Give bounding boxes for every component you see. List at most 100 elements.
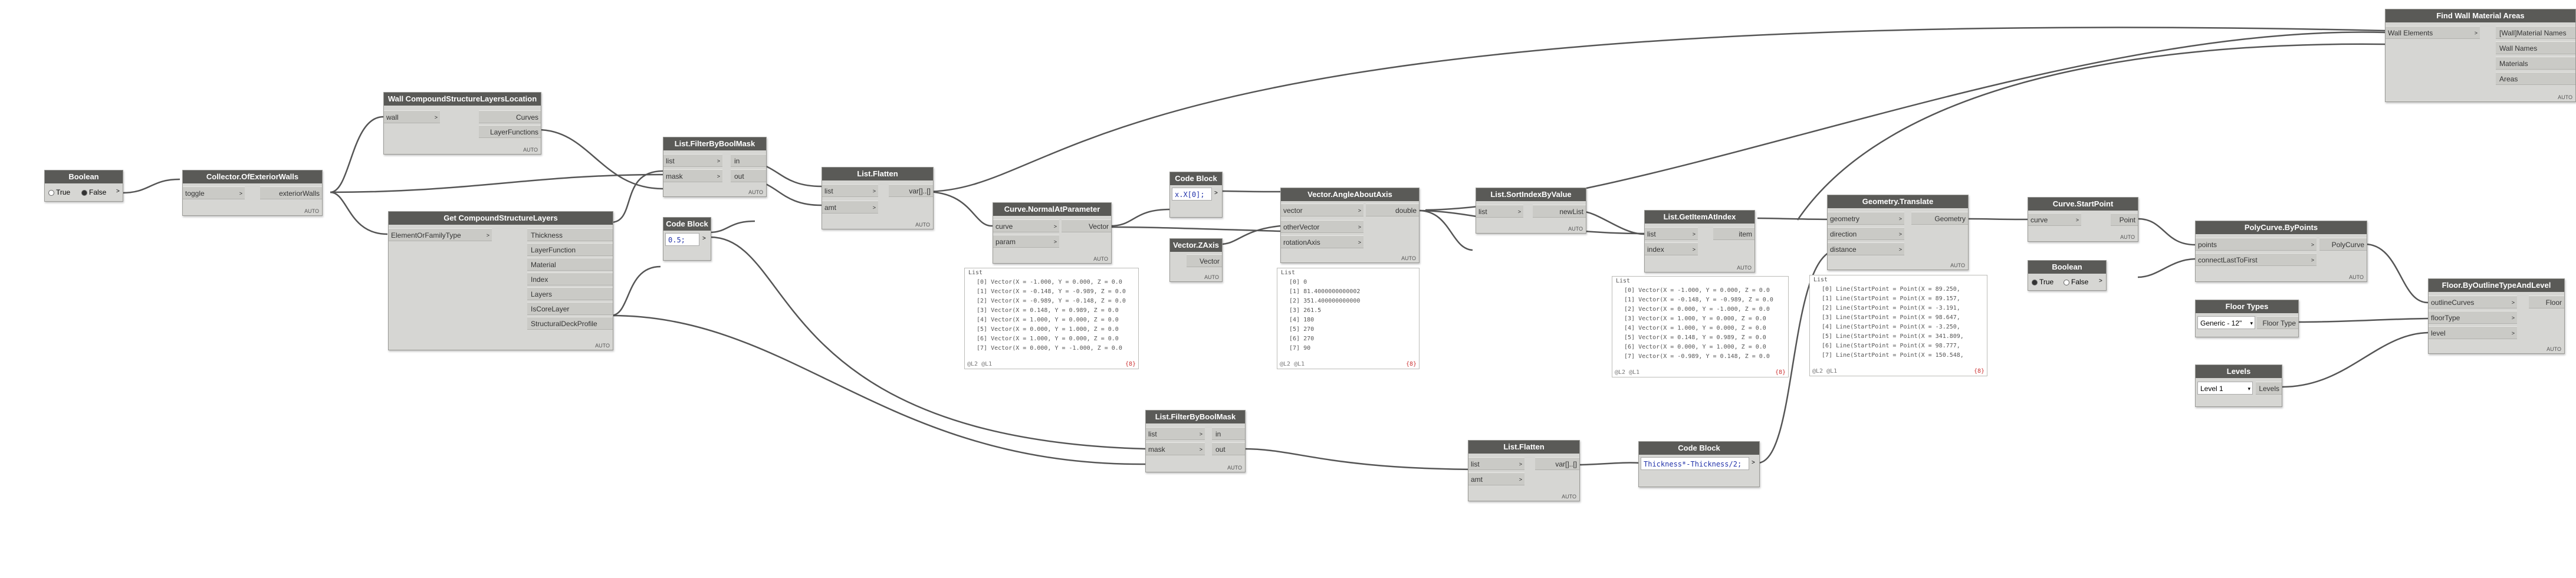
output-port-index[interactable]: Index [527, 272, 613, 285]
list-get-item-at-index-node[interactable]: List.GetItemAtIndex list> index> item AU… [1644, 210, 1755, 272]
false-radio[interactable]: False [81, 186, 106, 199]
lacing-indicator[interactable]: AUTO [748, 189, 763, 195]
output-port-iscorelayer[interactable]: IsCoreLayer [527, 302, 613, 315]
input-port-wall-elements[interactable]: Wall Elements> [2386, 26, 2480, 39]
list-sort-index-by-value-node[interactable]: List.SortIndexByValue list> newList AUTO [1476, 188, 1586, 234]
output-port-vector[interactable]: Vector [1187, 254, 1222, 267]
output-port-arrow-icon[interactable]: > [2099, 278, 2102, 284]
input-port-toggle[interactable]: toggle> [183, 186, 245, 199]
input-port-list[interactable]: list> [1645, 227, 1698, 240]
output-port-floor-type[interactable]: Floor Type [2257, 316, 2298, 329]
output-port-layers[interactable]: Layers [527, 287, 613, 300]
node-preview-angles[interactable]: List [0] 0 [1] 81.4000000000002 [2] 351.… [1277, 268, 1420, 369]
output-port-in[interactable]: in [1212, 427, 1245, 440]
code-editor[interactable]: Thickness*-Thickness/2; [1641, 457, 1749, 470]
lacing-indicator[interactable]: AUTO [1093, 256, 1108, 262]
input-port-list[interactable]: list> [1146, 427, 1205, 440]
lacing-indicator[interactable]: AUTO [1950, 262, 1965, 268]
lacing-indicator[interactable]: AUTO [2349, 274, 2364, 280]
output-port-materials[interactable]: Materials [2496, 57, 2575, 70]
list-flatten-node[interactable]: List.Flatten list> amt> var[]..[] AUTO [822, 167, 934, 229]
output-port-out[interactable]: out [731, 169, 766, 182]
find-wall-material-areas-node[interactable]: Find Wall Material Areas Wall Elements> … [2385, 9, 2576, 102]
output-port-arrow-icon[interactable]: > [702, 235, 706, 242]
input-port-mask[interactable]: mask> [663, 169, 722, 182]
input-port-vector[interactable]: vector> [1281, 203, 1363, 216]
output-port-curves[interactable]: Curves [479, 110, 541, 123]
node-preview-translated-lines[interactable]: List [0] Line(StartPoint = Point(X = 89.… [1809, 275, 1987, 376]
vector-angle-about-axis-node[interactable]: Vector.AngleAboutAxis vector> otherVecto… [1280, 188, 1420, 263]
input-port-list[interactable]: list> [822, 184, 878, 197]
lacing-indicator[interactable]: AUTO [523, 147, 538, 153]
lacing-indicator[interactable]: AUTO [915, 222, 930, 228]
false-radio[interactable]: False [2064, 275, 2088, 288]
true-radio[interactable]: True [48, 186, 70, 199]
input-port-points[interactable]: points> [2196, 238, 2317, 251]
input-port-wall[interactable]: wall> [384, 110, 440, 123]
lacing-indicator[interactable]: AUTO [1568, 226, 1583, 232]
lacing-indicator[interactable]: AUTO [2558, 94, 2572, 100]
code-editor[interactable]: x.X[0]; [1172, 188, 1212, 201]
node-preview-sorted-vectors[interactable]: List [0] Vector(X = -1.000, Y = 0.000, Z… [1612, 276, 1789, 377]
output-port-in[interactable]: in [731, 154, 766, 167]
output-port-arrow-icon[interactable]: > [116, 188, 120, 195]
input-port-othervector[interactable]: otherVector> [1281, 220, 1363, 233]
output-port-material[interactable]: Material [527, 258, 613, 271]
output-port-newlist[interactable]: newList [1533, 205, 1586, 218]
output-port-arrow-icon[interactable]: > [1214, 190, 1218, 196]
code-block-node[interactable]: Code Block x.X[0]; > [1169, 172, 1223, 218]
input-port-index[interactable]: index> [1645, 242, 1698, 255]
input-port-amt[interactable]: amt> [822, 201, 878, 214]
true-radio[interactable]: True [2032, 275, 2053, 288]
collector-of-exterior-walls-node[interactable]: Collector.OfExteriorWalls toggle> exteri… [182, 170, 323, 216]
input-port-list[interactable]: list> [663, 154, 722, 167]
input-port-amt[interactable]: amt> [1468, 472, 1524, 485]
input-port-distance[interactable]: distance> [1828, 242, 1904, 255]
input-port-floortype[interactable]: floorType> [2429, 311, 2517, 324]
node-preview-vectors[interactable]: List [0] Vector(X = -1.000, Y = 0.000, Z… [964, 268, 1139, 369]
code-editor[interactable]: 0.5; [665, 233, 699, 246]
curve-start-point-node[interactable]: Curve.StartPoint curve> Point AUTO [2028, 197, 2138, 242]
floor-type-dropdown[interactable]: Generic - 12"▾ [2197, 316, 2255, 329]
input-port-level[interactable]: level> [2429, 326, 2517, 339]
list-filter-by-bool-mask-node[interactable]: List.FilterByBoolMask list> mask> in out… [663, 137, 767, 197]
input-port-param[interactable]: param> [993, 235, 1059, 248]
lacing-indicator[interactable]: AUTO [1204, 274, 1219, 280]
floor-types-node[interactable]: Floor Types Generic - 12"▾ Floor Type [2195, 300, 2299, 337]
input-port-outlinecurves[interactable]: outlineCurves> [2429, 295, 2517, 308]
output-port-point[interactable]: Point [2111, 213, 2138, 226]
output-port-layerfunction[interactable]: LayerFunction [527, 243, 613, 256]
output-port-wall-names[interactable]: Wall Names [2496, 41, 2575, 54]
boolean-node[interactable]: Boolean True False > [2028, 260, 2107, 291]
output-port-double[interactable]: double [1366, 203, 1419, 216]
wall-compound-structure-layers-location-node[interactable]: Wall CompoundStructureLayersLocation wal… [383, 92, 541, 155]
lacing-indicator[interactable]: AUTO [1227, 465, 1242, 471]
input-port-connectlasttofirst[interactable]: connectLastToFirst> [2196, 253, 2317, 266]
output-port-vector[interactable]: Vector [1062, 219, 1111, 232]
input-port-list[interactable]: list> [1476, 205, 1523, 218]
input-port-list[interactable]: list> [1468, 457, 1524, 470]
output-port-structuraldeckprofile[interactable]: StructuralDeckProfile [527, 317, 613, 330]
lacing-indicator[interactable]: AUTO [1737, 265, 1752, 271]
input-port-mask[interactable]: mask> [1146, 442, 1205, 455]
list-filter-by-bool-mask-node[interactable]: List.FilterByBoolMask list> mask> in out… [1145, 410, 1246, 472]
level-dropdown[interactable]: Level 1▾ [2197, 382, 2253, 395]
levels-node[interactable]: Levels Level 1▾ Levels [2195, 364, 2282, 407]
lacing-indicator[interactable]: AUTO [1562, 494, 1576, 500]
floor-by-outline-type-and-level-node[interactable]: Floor.ByOutlineTypeAndLevel outlineCurve… [2428, 278, 2565, 354]
output-port-item[interactable]: item [1713, 227, 1754, 240]
boolean-node[interactable]: Boolean True False > [44, 170, 123, 202]
output-port-out[interactable]: out [1212, 442, 1245, 455]
output-port-var[interactable]: var[]..[] [1535, 457, 1579, 470]
output-port-areas[interactable]: Areas [2496, 72, 2575, 85]
input-port-rotationaxis[interactable]: rotationAxis> [1281, 235, 1363, 248]
input-port-direction[interactable]: direction> [1828, 227, 1904, 240]
output-port-levels[interactable]: Levels [2256, 382, 2282, 395]
lacing-indicator[interactable]: AUTO [595, 343, 610, 349]
output-port-floor[interactable]: Floor [2529, 295, 2564, 308]
input-port-geometry[interactable]: geometry> [1828, 212, 1904, 225]
output-port-thickness[interactable]: Thickness [527, 228, 613, 241]
lacing-indicator[interactable]: AUTO [1401, 255, 1416, 261]
output-port-geometry[interactable]: Geometry [1911, 212, 1968, 225]
list-flatten-node[interactable]: List.Flatten list> amt> var[]..[] AUTO [1468, 440, 1580, 501]
